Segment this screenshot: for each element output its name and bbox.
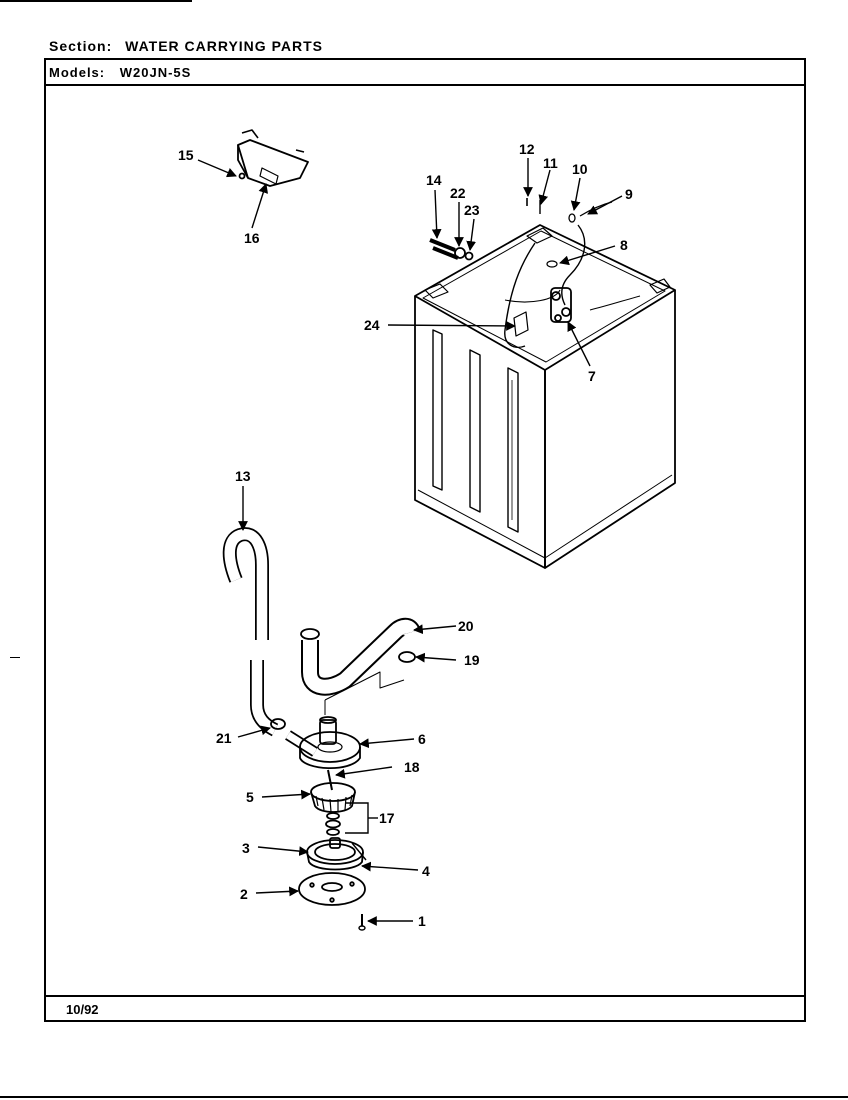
top-rule xyxy=(0,0,192,2)
washer-cabinet-drawing xyxy=(414,198,676,569)
callout-2: 2 xyxy=(240,886,248,902)
callout-1: 1 xyxy=(418,913,426,929)
callout-19: 19 xyxy=(464,652,480,668)
callout-numbers: 1 2 3 4 5 6 7 8 9 10 11 12 13 14 15 16 1… xyxy=(178,141,633,929)
callout-18: 18 xyxy=(404,759,420,775)
margin-tick xyxy=(10,657,20,658)
callout-9: 9 xyxy=(625,186,633,202)
hose-20-drawing xyxy=(300,617,421,696)
screw-1-drawing xyxy=(358,914,366,931)
callout-16: 16 xyxy=(244,230,260,246)
footer-date: 10/92 xyxy=(66,1002,99,1017)
callout-22: 22 xyxy=(450,185,466,201)
bottom-rule xyxy=(0,1096,848,1098)
section-value: WATER CARRYING PARTS xyxy=(125,38,323,54)
pump-drawing xyxy=(285,716,361,770)
clamp-19-drawing xyxy=(398,651,416,663)
pump-housing-drawing xyxy=(306,837,367,871)
models-label: Models: xyxy=(49,65,106,80)
leader-lines xyxy=(197,158,623,926)
callout-17: 17 xyxy=(379,810,395,826)
callout-15: 15 xyxy=(178,147,194,163)
footer-rule xyxy=(44,995,806,997)
callout-20: 20 xyxy=(458,618,474,634)
hose-13-drawing xyxy=(222,527,279,737)
callout-7: 7 xyxy=(588,368,596,384)
callout-11: 11 xyxy=(543,155,558,171)
callout-14: 14 xyxy=(426,172,442,188)
impeller-drawing xyxy=(310,782,356,813)
section-header: Section: WATER CARRYING PARTS xyxy=(49,38,323,54)
callout-4: 4 xyxy=(422,863,430,879)
bracket-drawing xyxy=(237,129,309,187)
callout-5: 5 xyxy=(246,789,254,805)
fill-hose-parts-drawing xyxy=(429,238,474,261)
models-rule xyxy=(44,84,806,86)
models-header: Models: W20JN-5S xyxy=(49,65,191,80)
callout-3: 3 xyxy=(242,840,250,856)
diagram-frame xyxy=(44,58,806,1022)
callout-12: 12 xyxy=(519,141,535,157)
callout-6: 6 xyxy=(418,731,426,747)
callout-21: 21 xyxy=(216,730,232,746)
callout-13: 13 xyxy=(235,468,251,484)
callout-24: 24 xyxy=(364,317,380,333)
section-label: Section: xyxy=(49,38,113,54)
callout-23: 23 xyxy=(464,202,480,218)
models-value: W20JN-5S xyxy=(119,65,192,80)
seal-17-drawing xyxy=(325,812,341,836)
base-plate-drawing xyxy=(298,872,366,906)
callout-10: 10 xyxy=(572,161,588,177)
clamp-21-drawing xyxy=(270,718,286,730)
callout-8: 8 xyxy=(620,237,628,253)
shaft-18-drawing xyxy=(327,769,333,791)
